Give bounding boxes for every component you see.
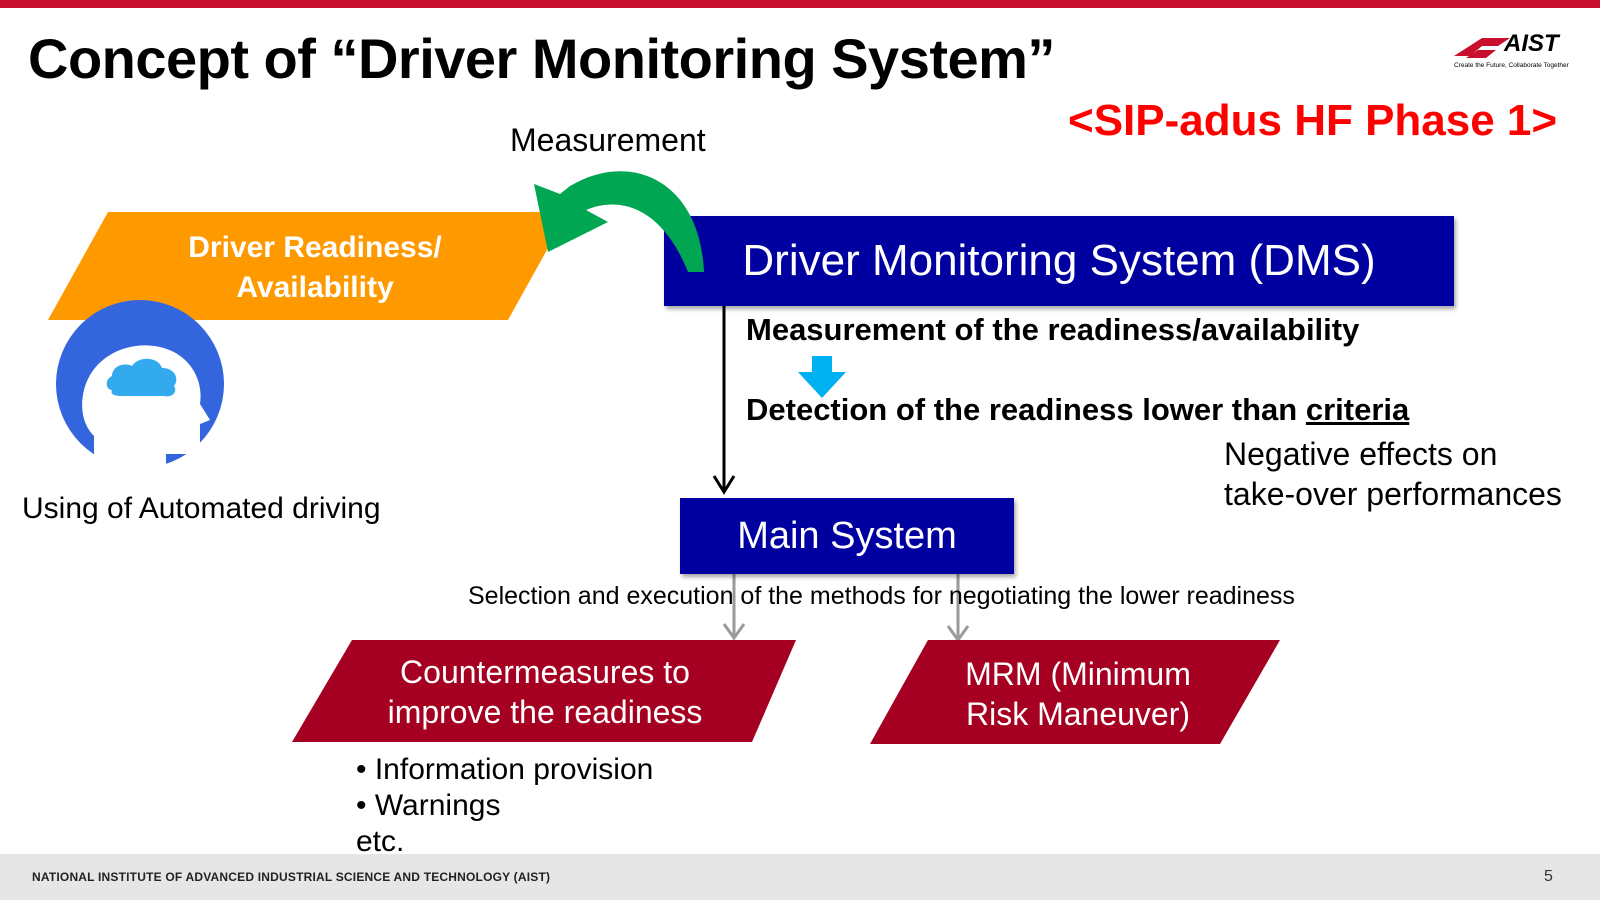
countermeasure-list: Information provision Warnings etc. — [356, 752, 653, 860]
logo-tagline: Create the Future, Collaborate Together — [1454, 62, 1569, 69]
main-to-mrm-arrowhead — [946, 625, 970, 643]
measurement-label: Measurement — [510, 122, 706, 158]
readiness-line-1: Driver Readiness/ — [188, 231, 442, 264]
measurement-step-text: Measurement of the readiness/availabilit… — [746, 312, 1360, 347]
countermeasures-line-2: improve the readiness — [387, 694, 703, 730]
selection-note: Selection and execution of the methods f… — [468, 582, 1295, 610]
dms-box-label: Driver Monitoring System (DMS) — [742, 236, 1376, 285]
logo-wordmark: AIST — [1504, 30, 1559, 57]
dms-box: Driver Monitoring System (DMS) — [664, 216, 1454, 306]
detection-step-text: Detection of the readiness lower than cr… — [746, 392, 1409, 428]
countermeasures-line-1: Countermeasures to — [400, 654, 690, 690]
page-number: 5 — [1544, 868, 1553, 885]
negative-effects-line-1: Negative effects on — [1224, 436, 1498, 472]
negative-effects-line-2: take-over performances — [1224, 476, 1562, 512]
readiness-line-2: Availability — [236, 271, 394, 304]
dms-to-main-arrowhead — [712, 475, 736, 495]
list-item: Information provision — [356, 752, 653, 788]
main-system-label: Main System — [737, 514, 957, 557]
automated-driving-caption: Using of Automated driving — [22, 492, 381, 525]
negative-effects-note: Negative effects on take-over performanc… — [1224, 434, 1562, 514]
mrm-line-2: Risk Maneuver) — [965, 696, 1191, 732]
driver-head-icon — [56, 300, 224, 470]
main-to-counter-arrowhead — [722, 623, 746, 641]
list-etc: etc. — [356, 825, 405, 858]
countermeasures-label: Countermeasures to improve the readiness — [360, 652, 730, 732]
footer-institute: NATIONAL INSTITUTE OF ADVANCED INDUSTRIA… — [32, 870, 551, 884]
main-system-box: Main System — [680, 498, 1014, 574]
mrm-line-1: MRM (Minimum — [965, 656, 1191, 692]
readiness-parallelogram — [48, 212, 568, 320]
mrm-label: MRM (Minimum Risk Maneuver) — [928, 654, 1228, 734]
detection-step-prefix: Detection of the readiness lower than — [746, 392, 1306, 427]
readiness-box-label: Driver Readiness/ Availability — [130, 228, 500, 308]
phase-label: <SIP-adus HF Phase 1> — [1068, 96, 1558, 145]
top-accent-bar — [0, 0, 1600, 8]
aist-logo: AIST Create the Future, Collaborate Toge… — [1452, 30, 1572, 74]
footer-bar: NATIONAL INSTITUTE OF ADVANCED INDUSTRIA… — [0, 854, 1600, 900]
criteria-emphasis: criteria — [1305, 392, 1410, 427]
list-item: Warnings — [356, 788, 653, 824]
slide-title: Concept of “Driver Monitoring System” — [28, 27, 1055, 90]
aist-swoosh-icon — [1454, 38, 1510, 58]
